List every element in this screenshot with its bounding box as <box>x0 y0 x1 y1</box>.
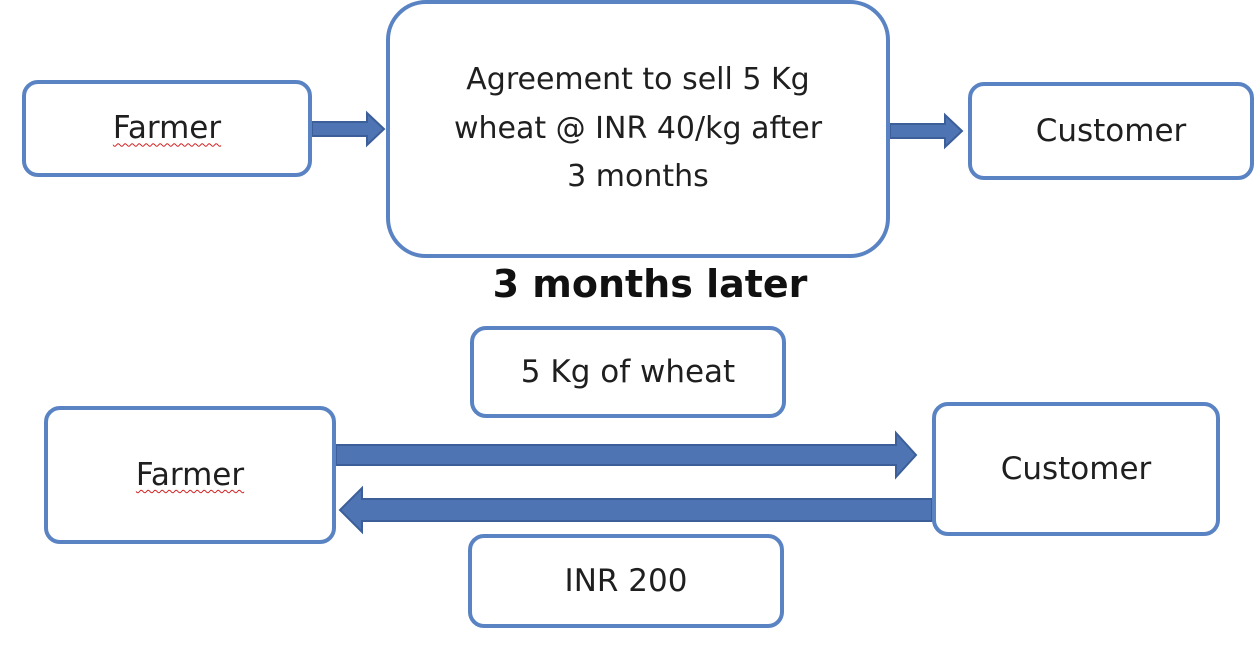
arrow-agreement-to-customer <box>889 112 964 150</box>
bottom-customer-box: Customer <box>932 402 1220 536</box>
arrow-payment-to-farmer <box>338 485 933 535</box>
goods-label: 5 Kg of wheat <box>520 353 736 390</box>
bottom-farmer-box: Farmer <box>44 406 336 544</box>
top-farmer-box: Farmer <box>22 80 312 177</box>
agreement-text: Agreement to sell 5 Kg wheat @ INR 40/kg… <box>454 56 822 202</box>
goods-label-box: 5 Kg of wheat <box>470 326 786 418</box>
top-customer-box: Customer <box>968 82 1254 180</box>
payment-label-box: INR 200 <box>468 534 784 628</box>
arrow-goods-to-customer <box>335 430 918 480</box>
agreement-line-1: Agreement to sell 5 Kg <box>466 62 810 98</box>
bottom-farmer-label: Farmer <box>135 456 245 493</box>
agreement-line-2: wheat @ INR 40/kg after <box>453 110 823 146</box>
top-customer-label: Customer <box>1035 112 1187 149</box>
time-caption: 3 months later <box>492 262 808 306</box>
agreement-box: Agreement to sell 5 Kg wheat @ INR 40/kg… <box>386 0 890 258</box>
bottom-customer-label: Customer <box>1000 450 1152 487</box>
arrow-farmer-to-agreement <box>311 110 386 148</box>
payment-label: INR 200 <box>564 562 688 599</box>
agreement-line-3: 3 months <box>567 159 709 195</box>
top-farmer-label: Farmer <box>112 110 222 147</box>
